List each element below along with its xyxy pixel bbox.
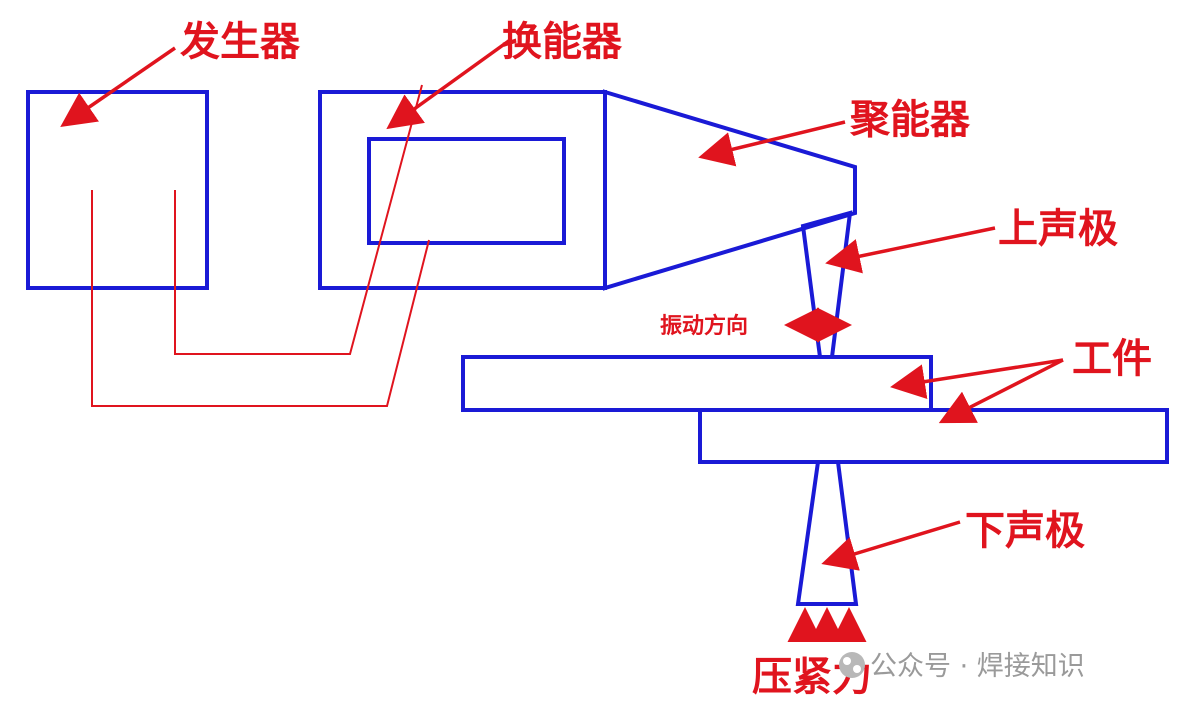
booster-label: 聚能器	[849, 97, 971, 143]
watermark-text: 公众号 · 焊接知识	[870, 651, 1085, 682]
workpiece-label: 工件	[1072, 336, 1152, 382]
transducer-pointer-arrow	[386, 38, 512, 130]
wire-outer	[91, 190, 430, 407]
upper-workpiece	[461, 355, 933, 412]
booster-pointer-arrow	[698, 120, 846, 167]
workpiece-pointer-arrow-lower	[938, 358, 1064, 424]
upper-horn-label: 上声极	[998, 206, 1118, 252]
generator-label: 发生器	[180, 19, 301, 65]
wire-inner	[174, 84, 423, 355]
upper-horn-pointer-arrow	[825, 226, 996, 274]
lower-horn-pointer-arrow	[821, 520, 961, 571]
booster-shape	[603, 89, 857, 291]
lower-horn-label: 下声极	[965, 508, 1085, 554]
lower-workpiece	[698, 408, 1169, 464]
vibration-direction-label: 振动方向	[660, 313, 748, 339]
lower-horn-shape	[795, 460, 859, 606]
generator-pointer-arrow	[60, 46, 176, 127]
upper-horn-shape	[800, 210, 853, 359]
transducer-inner-box	[367, 137, 566, 245]
transducer-label: 换能器	[502, 19, 623, 65]
generator-box	[26, 90, 209, 290]
watermark: 公众号 · 焊接知识	[839, 651, 1085, 682]
wechat-official-account-icon	[839, 652, 865, 678]
workpiece-pointer-arrow-upper	[890, 358, 1064, 399]
